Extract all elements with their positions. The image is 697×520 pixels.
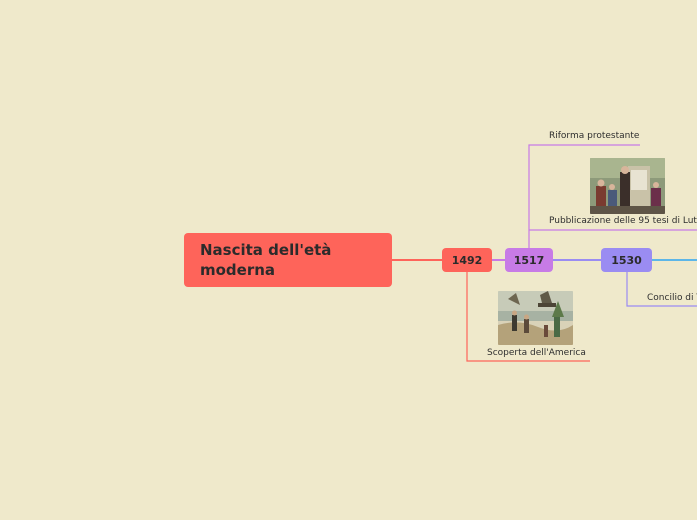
central-topic-title: Nascita dell'età moderna xyxy=(200,240,376,280)
year-label: 1492 xyxy=(452,254,483,267)
subtopic-concilio[interactable]: Concilio di Trento xyxy=(647,292,697,304)
columbus-landing-image xyxy=(498,291,573,345)
year-node-1517[interactable]: 1517 xyxy=(505,248,553,272)
luther-theses-image xyxy=(590,158,665,214)
year-node-1492[interactable]: 1492 xyxy=(442,248,492,272)
year-node-1530[interactable]: 1530 xyxy=(601,248,652,272)
year-label: 1530 xyxy=(611,254,642,267)
central-topic[interactable]: Nascita dell'età moderna xyxy=(184,233,392,287)
subtopic-america[interactable]: Scoperta dell'America xyxy=(487,347,586,359)
subtopic-tesi[interactable]: Pubblicazione delle 95 tesi di Lutero xyxy=(549,215,697,227)
subtopic-riforma[interactable]: Riforma protestante xyxy=(549,130,639,142)
year-label: 1517 xyxy=(514,254,545,267)
